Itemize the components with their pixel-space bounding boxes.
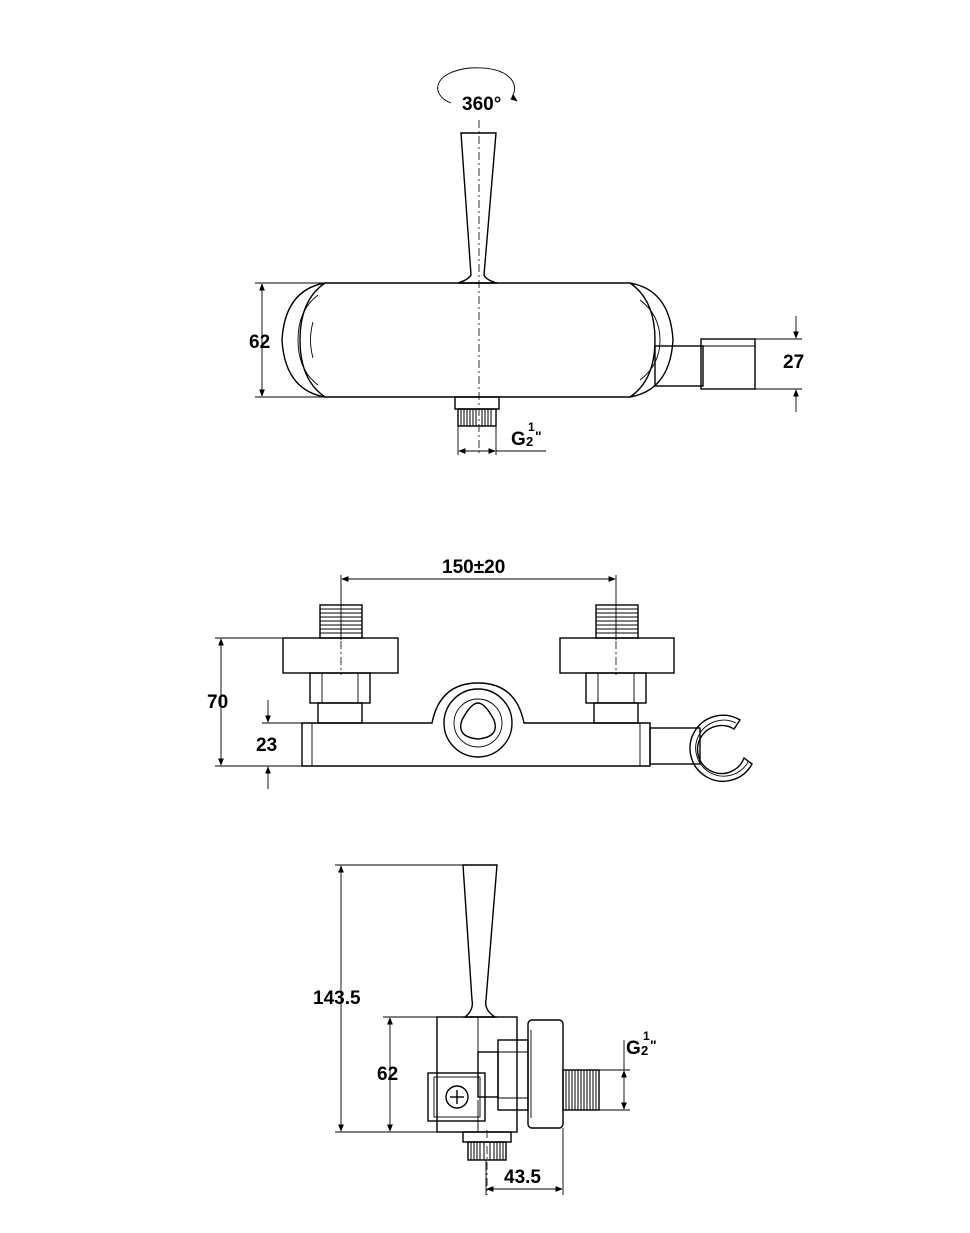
side-total-label: 143.5	[313, 988, 361, 1009]
height-label: 62	[249, 332, 270, 353]
dimension-side-thread: G 1 2 "	[599, 1029, 657, 1111]
side-connector	[497, 1039, 529, 1111]
dimension-holder: 27	[755, 316, 804, 412]
dimension-spacing: 150±20	[340, 557, 617, 640]
body-height-label: 23	[256, 735, 277, 756]
side-screw-block	[427, 1072, 486, 1122]
right-nut	[585, 672, 647, 704]
lever-side	[462, 864, 498, 1018]
thread-num: 1	[528, 420, 535, 434]
left-nut	[309, 672, 371, 704]
rotation-label: 360°	[462, 94, 501, 115]
rotation-indicator: 360°	[437, 67, 518, 115]
side-thread-inch: "	[650, 1037, 657, 1053]
dimension-body-height: 23	[256, 700, 302, 789]
front-view: 150±20	[207, 557, 753, 789]
side-depth-label: 43.5	[504, 1167, 541, 1188]
shower-holder	[700, 338, 756, 390]
side-flange	[527, 1019, 564, 1129]
top-view: 360° 62	[249, 67, 804, 455]
thread-inch: "	[535, 428, 542, 444]
screw-icon	[445, 1085, 469, 1109]
holder-arm	[654, 345, 704, 387]
right-cover-flange	[559, 637, 675, 674]
mixer-body	[299, 282, 656, 398]
side-view: 143.5 62 43.5 G 1 2 "	[313, 864, 657, 1195]
side-body-label: 62	[377, 1064, 398, 1085]
dimension-total-height: 70	[207, 637, 302, 767]
holder-label: 27	[783, 352, 804, 373]
dimension-side-depth: 43.5	[485, 1128, 564, 1195]
thread-g: G	[511, 429, 526, 450]
side-thread-g: G	[626, 1038, 641, 1059]
side-thread-den: 2	[641, 1043, 648, 1058]
control-knob	[443, 688, 513, 758]
dimension-height: 62	[249, 282, 325, 398]
right-end-cap	[629, 282, 674, 398]
thread-den: 2	[526, 434, 533, 449]
total-height-label: 70	[207, 692, 228, 713]
dimension-side-total: 143.5	[313, 864, 463, 1133]
left-cover-flange	[282, 637, 399, 674]
outlet-thread	[457, 408, 497, 427]
dimension-side-body: 62	[377, 1016, 437, 1132]
dimension-thread-outlet: G 1 2 "	[457, 420, 546, 455]
holder-arm-front	[649, 727, 701, 765]
outlet-nut	[454, 396, 500, 410]
left-inlet	[282, 604, 399, 724]
right-inlet	[559, 604, 675, 724]
spacing-label: 150±20	[442, 557, 505, 578]
left-end-cap	[281, 282, 326, 398]
knob-triangle	[460, 702, 496, 740]
lever-handle	[457, 132, 498, 284]
holder-clip	[689, 714, 753, 782]
mixer-bar	[301, 682, 651, 767]
side-body	[436, 1016, 518, 1133]
side-thread-num: 1	[643, 1029, 650, 1043]
